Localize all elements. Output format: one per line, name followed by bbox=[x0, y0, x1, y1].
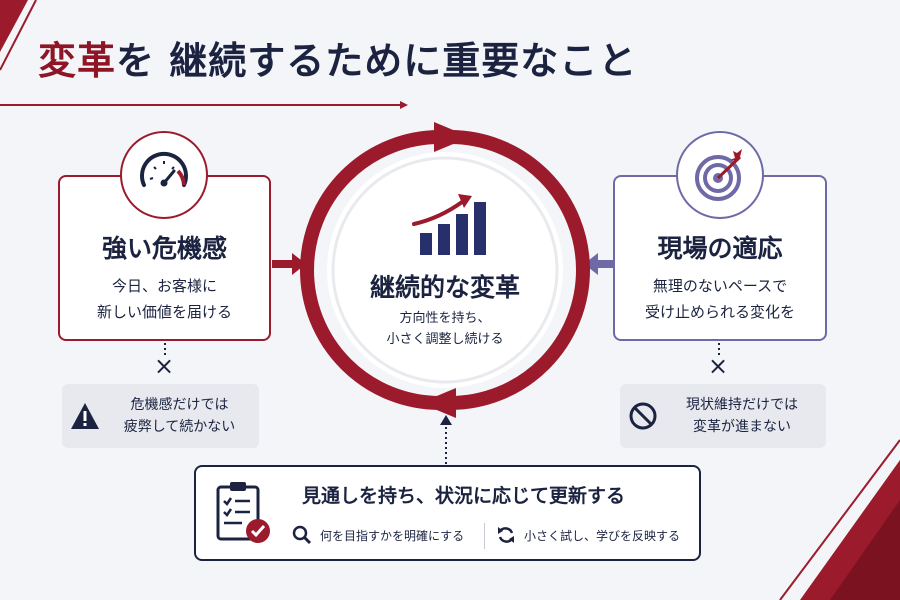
speedometer-icon bbox=[120, 131, 208, 219]
title-accent: 変革 bbox=[38, 39, 117, 83]
crisis-card-title: 強い危機感 bbox=[101, 234, 227, 263]
crisis-warning-line1: 危機感だけでは bbox=[130, 397, 229, 413]
left-dotted-connector bbox=[164, 343, 166, 357]
prohibited-icon bbox=[620, 401, 666, 431]
right-times-symbol: × bbox=[708, 352, 729, 380]
bottom-item-iterate-label: 小さく試し、学びを反映する bbox=[524, 528, 681, 543]
corner-decoration-bottom-right bbox=[779, 439, 900, 600]
right-dotted-connector bbox=[718, 343, 720, 357]
bottom-item-clarify: 何を目指すかを明確にする bbox=[292, 525, 464, 545]
page-title: 変革を 継続するために重要なこと bbox=[38, 30, 637, 85]
arrow-left-to-center bbox=[272, 253, 306, 275]
crisis-card-line2: 新しい価値を届ける bbox=[96, 303, 232, 321]
status-quo-warning-line2: 変革が進まない bbox=[693, 419, 791, 435]
title-underline bbox=[0, 101, 408, 109]
bottom-divider bbox=[484, 523, 485, 549]
growth-chart-icon bbox=[412, 194, 486, 255]
bottom-title: 見通しを持ち、状況に応じて更新する bbox=[302, 485, 626, 507]
target-icon bbox=[676, 131, 764, 219]
center-line1: 方向性を持ち、 bbox=[399, 311, 491, 326]
continuous-change-cycle bbox=[300, 120, 590, 420]
magnifier-icon bbox=[292, 525, 312, 545]
status-quo-warning: 現状維持だけでは変革が進まない bbox=[620, 384, 826, 448]
warning-icon bbox=[62, 402, 108, 430]
bottom-to-center-arrow bbox=[440, 415, 452, 465]
left-times-symbol: × bbox=[154, 352, 175, 380]
update-plan-box: 見通しを持ち、状況に応じて更新する 何を目指すかを明確にする 小さく試し、学びを… bbox=[194, 465, 701, 561]
crisis-card-line1: 今日、お客様に bbox=[111, 277, 217, 295]
center-subtitle: 方向性を持ち、小さく調整し続ける bbox=[300, 308, 590, 350]
adaptation-card-line2: 受け止められる変化を bbox=[644, 303, 795, 321]
adaptation-card-title: 現場の適応 bbox=[657, 234, 783, 263]
adaptation-card-line1: 無理のないペースで bbox=[652, 277, 788, 295]
bottom-item-iterate: 小さく試し、学びを反映する bbox=[496, 525, 680, 545]
center-title: 継続的な変革 bbox=[369, 273, 520, 302]
status-quo-warning-line1: 現状維持だけでは bbox=[686, 397, 798, 413]
bottom-item-clarify-label: 何を目指すかを明確にする bbox=[320, 528, 465, 543]
crisis-warning-line2: 疲弊して続かない bbox=[123, 419, 236, 435]
refresh-icon bbox=[498, 527, 514, 543]
arrow-right-to-center bbox=[584, 253, 614, 275]
crisis-warning: 危機感だけでは疲弊して続かない bbox=[62, 384, 259, 448]
title-rest: を 継続するために重要なこと bbox=[116, 39, 638, 83]
checklist-icon bbox=[216, 482, 270, 543]
corner-decoration-top-left bbox=[0, 0, 37, 71]
center-line2: 小さく調整し続ける bbox=[386, 332, 504, 347]
